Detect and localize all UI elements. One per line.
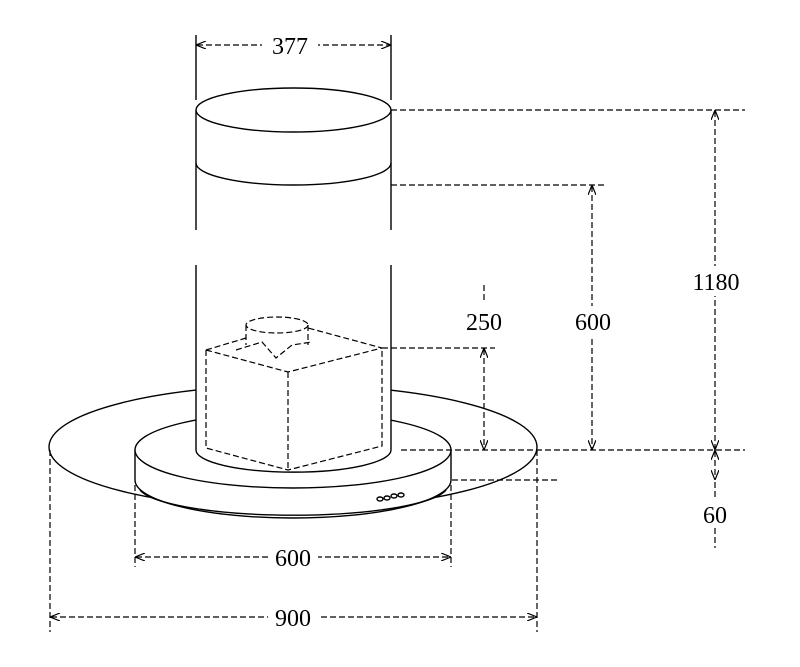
dim-600-width-label: 600 — [275, 546, 311, 572]
chimney-lower — [195, 265, 392, 473]
dimension-250: 250 — [382, 285, 502, 449]
dimension-60: 60 — [452, 451, 727, 548]
dim-1180-label: 1180 — [692, 270, 739, 296]
dimension-600-height: 600 — [391, 184, 618, 449]
dimension-377: 377 — [195, 32, 392, 100]
dim-900-label: 900 — [275, 606, 311, 632]
dim-250-label: 250 — [466, 310, 502, 336]
motor-box — [205, 316, 385, 471]
dim-60-label: 60 — [703, 503, 727, 529]
dim-377-label: 377 — [272, 34, 308, 60]
dimension-1180: 1180 — [391, 109, 745, 451]
dimension-600-width: 600 — [134, 485, 452, 572]
control-buttons-icon — [376, 492, 405, 502]
dim-600-height-label: 600 — [575, 310, 611, 336]
dimension-900: 900 — [49, 450, 538, 632]
chimney-upper — [195, 87, 392, 230]
